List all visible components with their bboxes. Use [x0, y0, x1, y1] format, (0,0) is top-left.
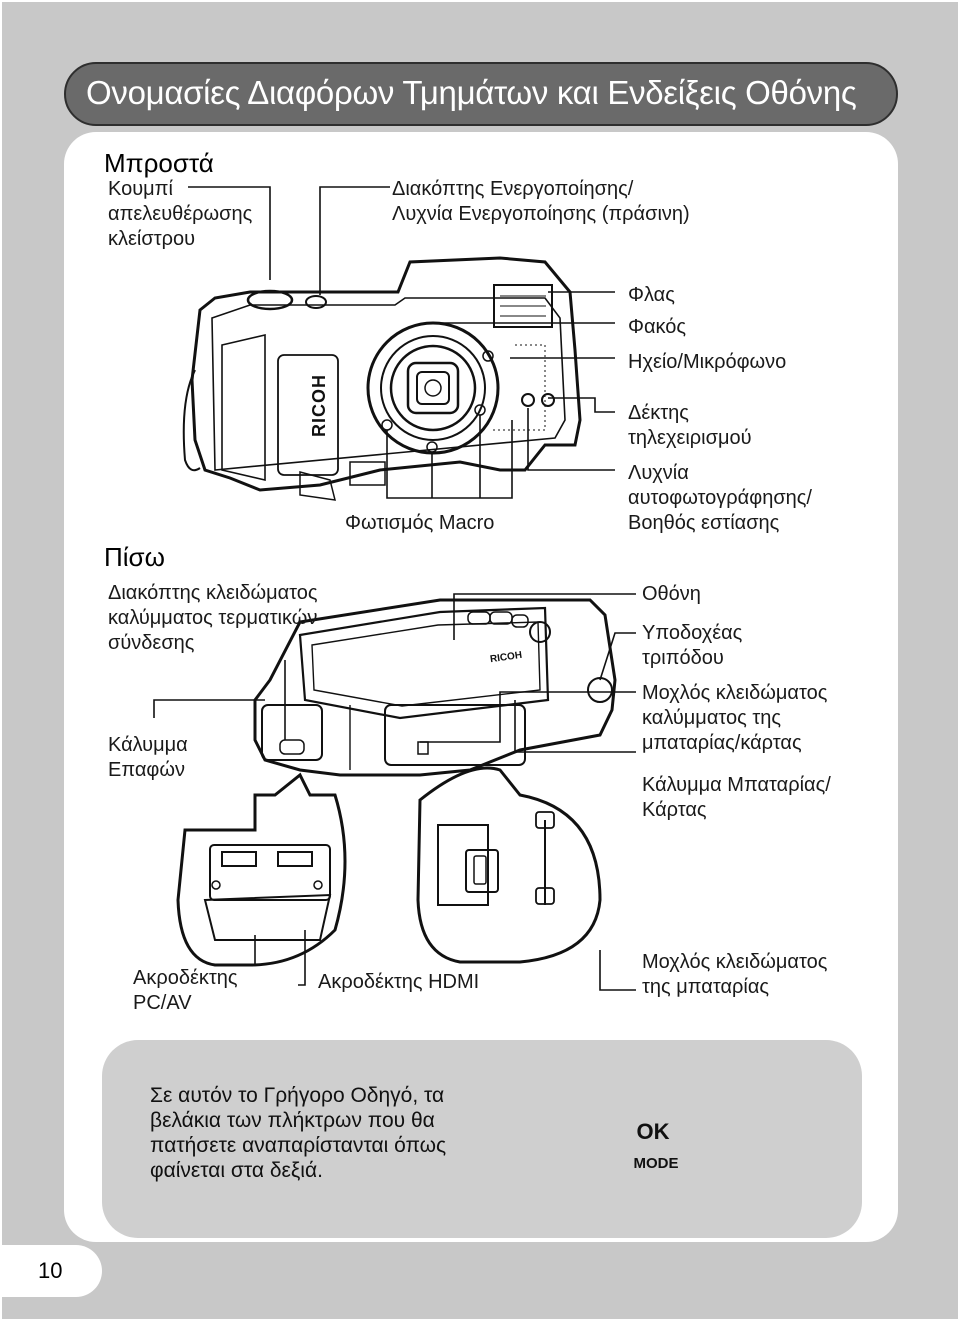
label-lens: Φακός: [628, 316, 687, 338]
label-speaker-mic: Ηχείο/Μικρόφωνο: [628, 351, 787, 373]
label-battery-cover-1: Κάλυμμα Μπαταρίας/: [642, 774, 831, 796]
front-camera-illustration: [182, 256, 582, 501]
back-camera-illustration: [253, 598, 617, 777]
note-line-3: πατήσετε αναπαρίστανται όπως: [150, 1134, 447, 1157]
label-battery-lever-2: της μπαταρίας: [642, 976, 770, 998]
label-tripod-1: Υποδοχέας: [642, 622, 743, 644]
label-power-switch-2: Λυχνία Ενεργοποίησης (πράσινη): [392, 203, 690, 225]
label-power-switch-1: Διακόπτης Ενεργοποίησης/: [392, 178, 634, 200]
label-terminal-lock-2: καλύμματος τερματικών: [108, 607, 318, 629]
note-line-1: Σε αυτόν το Γρήγορο Οδηγό, τα: [150, 1084, 445, 1107]
label-pc-av-1: Ακροδέκτης: [133, 967, 238, 989]
label-battery-cover-2: Κάρτας: [642, 799, 707, 821]
page-title: Ονομασίες Διαφόρων Τμημάτων και Ενδείξει…: [86, 74, 857, 111]
note-line-2: βελάκια των πλήκτρων που θα: [150, 1109, 435, 1132]
front-brand-logo: RICOH: [309, 374, 329, 437]
label-terminal-cover-2: Επαφών: [108, 759, 186, 781]
label-terminal-cover-1: Κάλυμμα: [108, 734, 188, 756]
page-number: 10: [38, 1258, 63, 1283]
label-remote-receiver-1: Δέκτης: [628, 402, 689, 424]
title-bar: Ονομασίες Διαφόρων Τμημάτων και Ενδείξει…: [64, 62, 898, 126]
note-text: Σε αυτόν το Γρήγορο Οδηγό, τα βελάκια τω…: [150, 1083, 490, 1183]
label-terminal-lock-1: Διακόπτης κλειδώματος: [108, 582, 318, 604]
label-battery-cover-lock-2: καλύμματος της: [642, 707, 781, 729]
label-shutter-release-1: Κουμπί: [108, 178, 173, 200]
label-terminal-lock-3: σύνδεσης: [108, 632, 195, 654]
note-line-4: φαίνεται στα δεξιά.: [150, 1159, 323, 1182]
mode-button-label: MODE: [633, 1155, 679, 1172]
back-heading: Πίσω: [104, 542, 165, 572]
label-selftimer-1: Λυχνία: [628, 462, 689, 484]
label-shutter-release-3: κλείστρου: [108, 228, 196, 250]
label-flash: Φλας: [628, 284, 675, 306]
page-number-tab: [2, 1245, 102, 1297]
label-remote-receiver-2: τηλεχειρισμού: [628, 427, 752, 449]
label-hdmi: Ακροδέκτης HDMI: [318, 971, 480, 993]
label-monitor: Οθόνη: [642, 583, 701, 605]
note-box: [102, 1040, 862, 1238]
label-pc-av-2: PC/AV: [133, 992, 192, 1014]
label-selftimer-2: αυτοφωτογράφησης/: [628, 487, 812, 509]
label-shutter-release-2: απελευθέρωσης: [108, 203, 253, 225]
label-selftimer-3: Βοηθός εστίασης: [628, 512, 780, 534]
label-battery-lever-1: Μοχλός κλειδώματος: [642, 951, 828, 973]
label-tripod-2: τριπόδου: [642, 647, 724, 669]
label-battery-cover-lock-1: Μοχλός κλειδώματος: [642, 682, 828, 704]
ok-button-label: OK: [636, 1119, 670, 1144]
front-heading: Μπροστά: [104, 148, 214, 178]
label-macro-light: Φωτισμός Macro: [345, 512, 495, 534]
label-battery-cover-lock-3: μπαταρίας/κάρτας: [642, 732, 802, 754]
